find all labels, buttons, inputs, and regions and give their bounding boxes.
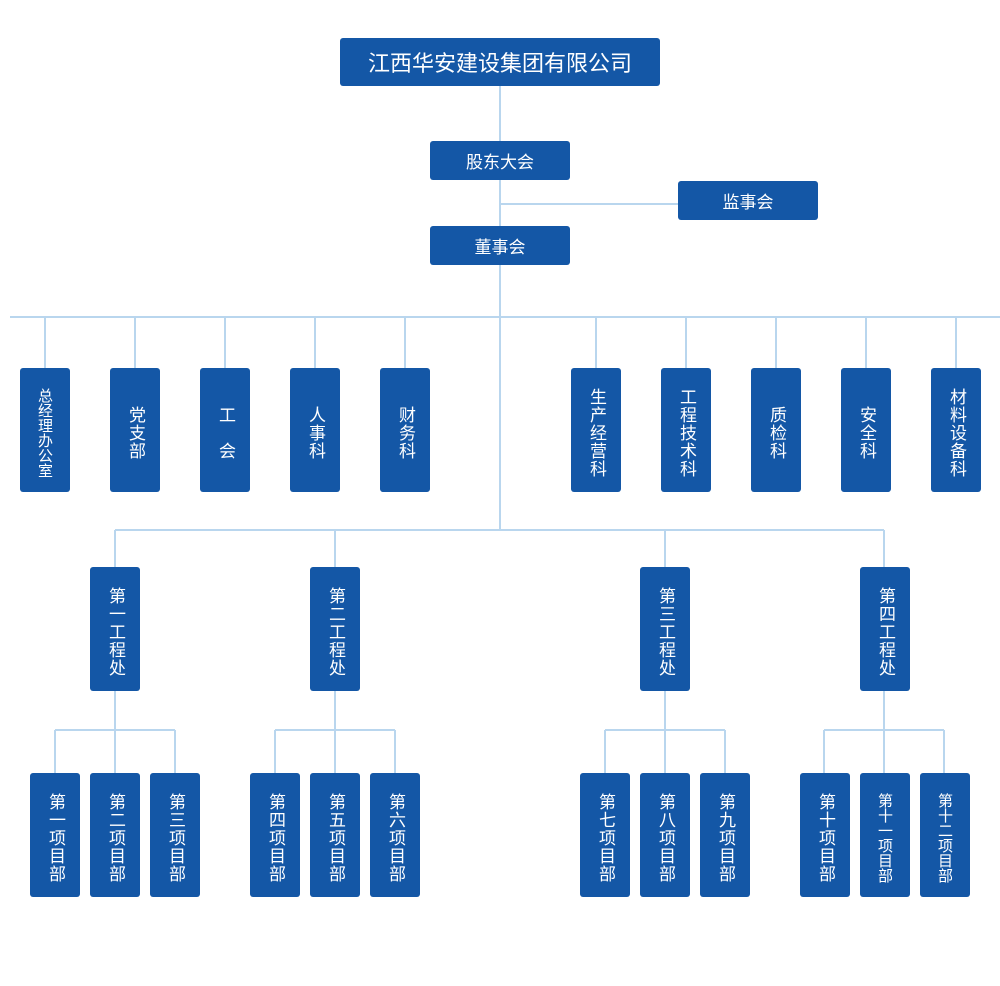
- engineering-office-node: 第一工程处: [90, 567, 140, 691]
- project-node: 第六项目部: [370, 773, 420, 897]
- project-label: 第二项目部: [105, 793, 125, 883]
- project-label: 第九项目部: [715, 793, 735, 883]
- department-label: 质检科: [766, 406, 786, 460]
- project-node: 第一项目部: [30, 773, 80, 897]
- engineering-office-node: 第三工程处: [640, 567, 690, 691]
- department-node: 党支部: [110, 368, 160, 492]
- department-label: 材料设备科: [946, 388, 966, 478]
- project-label: 第十二项目部: [936, 793, 954, 883]
- department-node: 安全科: [841, 368, 891, 492]
- department-node: 总经理办公室: [20, 368, 70, 492]
- supervisory-board-node: 监事会: [678, 181, 818, 220]
- engineering-office-label: 第三工程处: [655, 587, 675, 677]
- company-label: 江西华安建设集团有限公司: [367, 52, 632, 77]
- project-label: 第七项目部: [595, 793, 615, 883]
- project-node: 第九项目部: [700, 773, 750, 897]
- project-label: 第十一项目部: [876, 793, 894, 883]
- department-label: 工 会: [215, 406, 235, 460]
- department-label: 财务科: [395, 406, 415, 460]
- project-node: 第十一项目部: [860, 773, 910, 897]
- department-node: 人事科: [290, 368, 340, 492]
- project-node: 第二项目部: [90, 773, 140, 897]
- board-of-directors-label: 董事会: [474, 238, 526, 258]
- department-label: 党支部: [125, 406, 145, 460]
- project-label: 第一项目部: [45, 793, 65, 883]
- project-node: 第十二项目部: [920, 773, 970, 897]
- project-label: 第十项目部: [815, 793, 835, 883]
- department-node: 材料设备科: [931, 368, 981, 492]
- project-node: 第三项目部: [150, 773, 200, 897]
- company-node: 江西华安建设集团有限公司: [340, 38, 660, 86]
- project-label: 第六项目部: [385, 793, 405, 883]
- department-node: 工程技术科: [661, 368, 711, 492]
- department-label: 总经理办公室: [36, 388, 54, 478]
- project-node: 第八项目部: [640, 773, 690, 897]
- project-label: 第三项目部: [165, 793, 185, 883]
- engineering-office-label: 第一工程处: [105, 587, 125, 677]
- department-node: 质检科: [751, 368, 801, 492]
- project-node: 第四项目部: [250, 773, 300, 897]
- department-node: 工 会: [200, 368, 250, 492]
- department-label: 安全科: [856, 406, 876, 460]
- engineering-office-label: 第四工程处: [875, 587, 895, 677]
- project-label: 第八项目部: [655, 793, 675, 883]
- engineering-office-node: 第二工程处: [310, 567, 360, 691]
- board-of-directors-node: 董事会: [430, 226, 570, 265]
- engineering-office-label: 第二工程处: [325, 587, 345, 677]
- project-node: 第五项目部: [310, 773, 360, 897]
- project-node: 第十项目部: [800, 773, 850, 897]
- supervisory-board-label: 监事会: [722, 193, 774, 213]
- department-node: 财务科: [380, 368, 430, 492]
- project-node: 第七项目部: [580, 773, 630, 897]
- department-node: 生产经营科: [571, 368, 621, 492]
- department-label: 人事科: [305, 406, 325, 460]
- shareholders-meeting-node: 股东大会: [430, 141, 570, 180]
- project-label: 第四项目部: [265, 793, 285, 883]
- project-label: 第五项目部: [325, 793, 345, 883]
- department-label: 工程技术科: [676, 388, 696, 478]
- department-label: 生产经营科: [586, 388, 606, 478]
- shareholders-meeting-label: 股东大会: [466, 153, 534, 173]
- engineering-office-node: 第四工程处: [860, 567, 910, 691]
